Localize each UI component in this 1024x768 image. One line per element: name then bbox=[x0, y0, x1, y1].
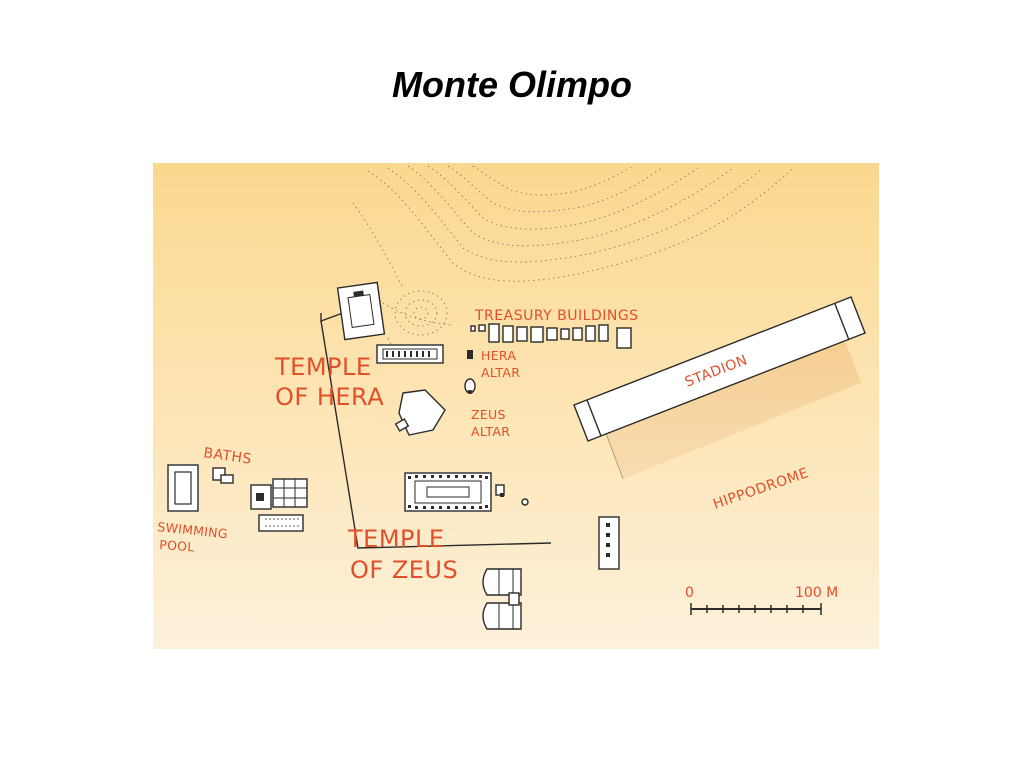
label-temple-of-hera-line1: TEMPLE bbox=[274, 353, 372, 381]
temple-of-hera-building bbox=[376, 344, 444, 364]
label-swimming-pool-line1: SWIMMING bbox=[157, 519, 229, 541]
label-hera-altar-line2: ALTAR bbox=[481, 365, 520, 380]
swimming-pool bbox=[167, 464, 199, 512]
label-zeus-altar-line1: ZEUS bbox=[471, 407, 506, 422]
treasury-buildings bbox=[470, 323, 632, 349]
label-zeus-altar-line2: ALTAR bbox=[471, 424, 510, 439]
pelopion bbox=[394, 389, 446, 436]
south-buildings bbox=[482, 568, 522, 630]
stadion-building bbox=[573, 296, 866, 442]
scale-bar: 0 100 M bbox=[685, 585, 838, 615]
altis-wall bbox=[320, 320, 552, 549]
label-swimming-pool-line2: POOL bbox=[159, 537, 195, 554]
west-buildings bbox=[250, 478, 308, 532]
slide-title: Monte Olimpo bbox=[392, 64, 632, 105]
temple-of-zeus-building bbox=[404, 472, 529, 512]
map-svg: 0 100 M TREASURY BUILDINGS HERA ALTAR TE… bbox=[153, 163, 879, 649]
label-temple-of-hera-line2: OF HERA bbox=[275, 383, 384, 411]
scale-end-label: 100 M bbox=[795, 585, 838, 601]
scale-start-label: 0 bbox=[685, 585, 694, 601]
label-treasury-buildings: TREASURY BUILDINGS bbox=[474, 308, 639, 324]
east-stoa bbox=[598, 516, 620, 570]
label-hera-altar-line1: HERA bbox=[481, 348, 516, 363]
hill-contours bbox=[352, 165, 794, 360]
baths bbox=[212, 467, 234, 484]
hippodrome-area bbox=[603, 335, 861, 479]
zeus-altar bbox=[464, 378, 476, 394]
label-temple-of-zeus-line1: TEMPLE bbox=[347, 525, 445, 553]
label-temple-of-zeus-line2: OF ZEUS bbox=[350, 556, 458, 584]
hera-altar bbox=[467, 350, 473, 359]
prytaneion-building bbox=[336, 281, 386, 341]
label-baths: BATHS bbox=[202, 445, 252, 468]
olympia-site-map: 0 100 M TREASURY BUILDINGS HERA ALTAR TE… bbox=[153, 163, 879, 649]
